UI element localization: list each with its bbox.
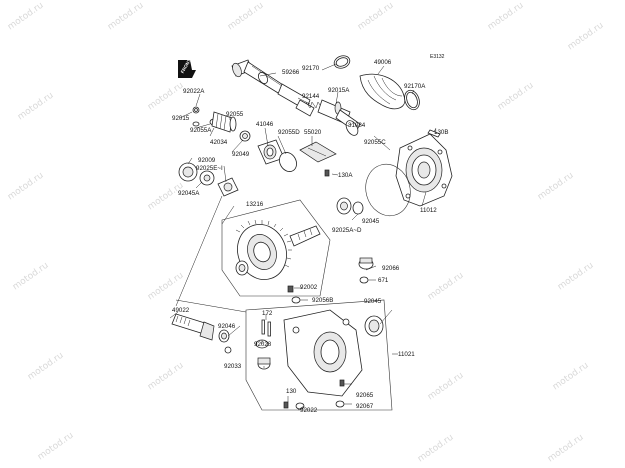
watermark: motod.ru xyxy=(146,81,186,113)
part-labels: 92022A 92015 92055A 42034 92055 92049 41… xyxy=(172,59,448,414)
watermark: motod.ru xyxy=(486,1,526,33)
label-31084: 31084 xyxy=(348,122,366,129)
label-92046: 92046 xyxy=(218,323,236,330)
label-49006: 49006 xyxy=(374,59,392,66)
label-59266: 59266 xyxy=(282,69,300,76)
label-92028: 92028 xyxy=(254,341,272,348)
label-11021: 11021 xyxy=(398,351,415,358)
label-92045-lower: 92045 xyxy=(364,298,382,305)
filler-plug xyxy=(358,257,374,284)
watermark: motod.ru xyxy=(16,91,56,123)
label-130A: 130A xyxy=(338,172,353,179)
watermark: motod.ru xyxy=(11,261,51,293)
watermark: motod.ru xyxy=(356,1,396,33)
drive-shaft-assembly xyxy=(231,55,441,177)
label-49022: 49022 xyxy=(172,307,190,314)
watermark: motod.ru xyxy=(551,361,591,393)
rear-housing xyxy=(336,133,453,217)
label-92009: 92009 xyxy=(198,157,216,164)
label-41046: 41046 xyxy=(256,121,274,128)
watermark: motod.ru xyxy=(496,81,536,113)
label-92066: 92066 xyxy=(382,265,400,272)
label-92033: 92033 xyxy=(224,363,242,370)
label-130B: 130B xyxy=(434,129,448,136)
watermark: motod.ru xyxy=(546,433,586,465)
label-92025A-D: 92025A~D xyxy=(332,227,362,234)
label-55020: 55020 xyxy=(304,129,322,136)
label-92025E: 92025E~I xyxy=(196,165,223,172)
watermark: motod.ru xyxy=(36,431,76,463)
label-92067: 92067 xyxy=(356,403,374,410)
label-92055A: 92055A xyxy=(190,127,212,134)
pinion-shaft xyxy=(171,313,232,354)
label-92045: 92045 xyxy=(362,218,380,225)
leader-lines xyxy=(169,63,437,411)
watermark: motod.ru xyxy=(556,261,596,293)
watermark: motod.ru xyxy=(146,361,186,393)
label-92022: 92022 xyxy=(300,407,318,414)
label-92045A: 92045A xyxy=(178,190,200,197)
watermark: motod.ru xyxy=(6,171,46,203)
label-11012: 11012 xyxy=(420,207,437,214)
watermark: motod.ru xyxy=(106,1,146,33)
label-92055C: 92055C xyxy=(364,139,386,146)
label-92015A: 92015A xyxy=(328,87,350,94)
label-92055D: 92055D xyxy=(278,129,300,136)
front-housing xyxy=(245,285,393,411)
label-92144: 92144 xyxy=(302,93,320,100)
label-172: 172 xyxy=(262,310,273,317)
ring-gear-assembly xyxy=(221,199,331,297)
diagram-code: E3132 xyxy=(430,54,445,60)
label-92055: 92055 xyxy=(226,111,244,118)
label-671: 671 xyxy=(378,277,389,284)
label-92170A: 92170A xyxy=(404,83,426,90)
watermark: motod.ru xyxy=(6,1,46,33)
label-92049: 92049 xyxy=(232,151,250,158)
label-92065: 92065 xyxy=(356,392,374,399)
label-130: 130 xyxy=(286,388,297,395)
front-arrow-icon: FRONT xyxy=(178,58,196,78)
label-42034: 42034 xyxy=(210,139,228,146)
watermark: motod.ru xyxy=(566,21,606,53)
label-92015: 92015 xyxy=(172,115,190,122)
watermark: motod.ru xyxy=(536,171,576,203)
watermark: motod.ru xyxy=(426,371,466,403)
label-92002: 92002 xyxy=(300,284,318,291)
watermark: motod.ru xyxy=(26,351,66,383)
watermark: motod.ru xyxy=(226,1,266,33)
label-13216: 13216 xyxy=(246,201,264,208)
watermark: motod.ru xyxy=(416,433,456,465)
label-92170: 92170 xyxy=(302,65,320,72)
left-bearing-stack xyxy=(178,106,297,197)
label-92022A: 92022A xyxy=(183,88,205,95)
watermark: motod.ru xyxy=(426,271,466,303)
label-92056B: 92056B xyxy=(312,297,333,304)
